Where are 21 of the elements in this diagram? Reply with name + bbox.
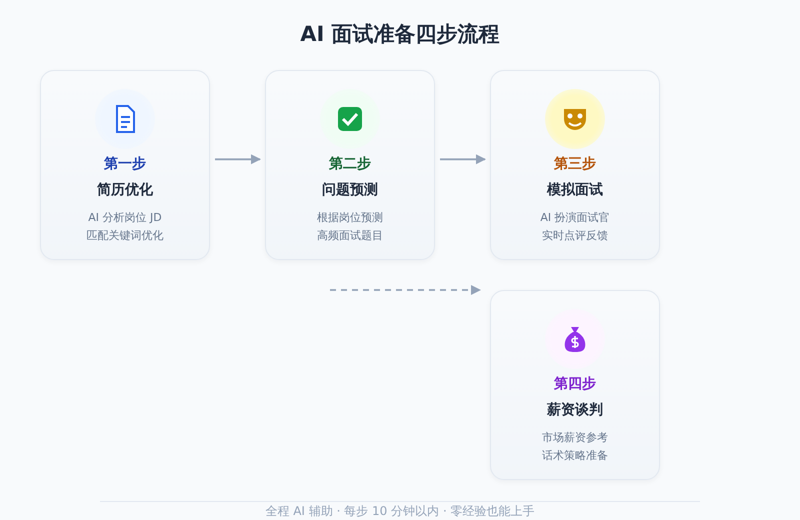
step-number: 第一步	[104, 155, 146, 173]
footer-note: 全程 AI 辅助 · 每步 10 分钟以内 · 零经验也能上手	[264, 503, 536, 520]
step-title: 模拟面试	[547, 181, 603, 199]
step-number: 第二步	[329, 155, 371, 173]
step-description: 根据岗位预测高频面试题目	[316, 210, 384, 244]
step-description: 市场薪资参考话术策略准备	[541, 430, 609, 464]
step-title: 问题预测	[322, 181, 378, 199]
arrow	[215, 154, 261, 164]
step-card	[40, 70, 210, 260]
step-title: 简历优化	[97, 181, 153, 199]
step-title: 薪资谈判	[547, 401, 603, 419]
step-card	[490, 70, 660, 260]
arrow	[440, 154, 486, 164]
step-card	[265, 70, 435, 260]
step-number: 第三步	[554, 155, 596, 173]
step-number: 第四步	[554, 375, 596, 393]
step-description: AI 扮演面试官实时点评反馈	[539, 210, 611, 244]
step-card	[490, 290, 660, 480]
arrow	[330, 285, 481, 295]
step-description: AI 分析岗位 JD匹配关键词优化	[86, 210, 164, 244]
diagram-title: AI 面试准备四步流程	[299, 21, 501, 48]
